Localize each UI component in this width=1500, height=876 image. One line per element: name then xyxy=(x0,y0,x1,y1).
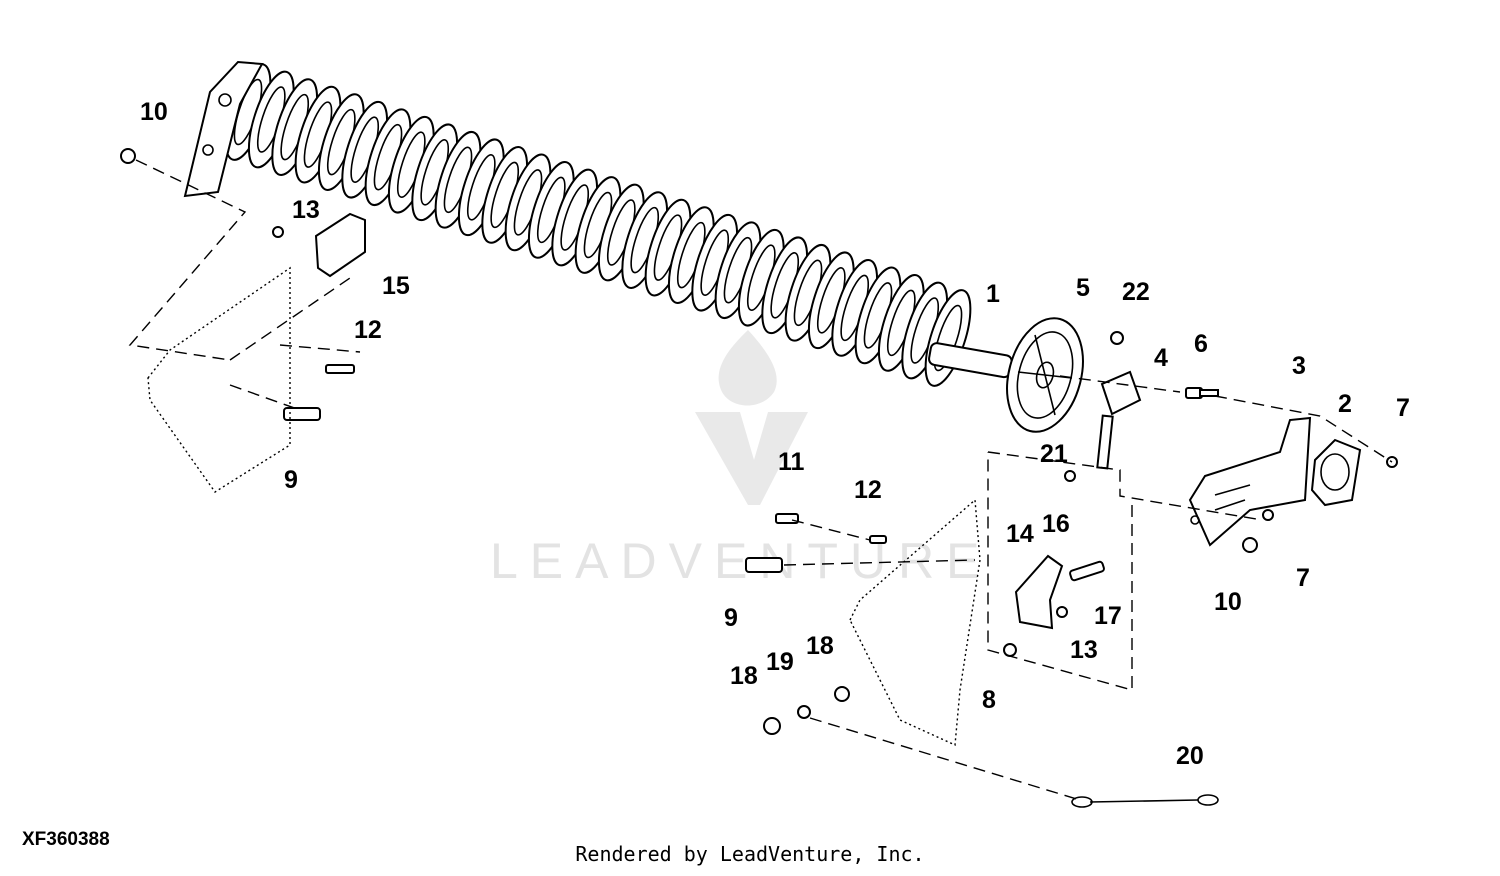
roller-discs xyxy=(224,63,972,387)
callout-label: 21 xyxy=(1040,440,1068,468)
sprocket-part xyxy=(1006,317,1084,433)
callout-label: 10 xyxy=(140,98,168,126)
callout-label: 4 xyxy=(1154,344,1168,372)
mount-bracket-part xyxy=(1014,554,1105,630)
cable-part xyxy=(1071,794,1219,808)
callout-label: 13 xyxy=(1070,636,1098,664)
coupler-part xyxy=(1096,331,1142,470)
callout-label: 3 xyxy=(1292,352,1306,380)
callout-label: 18 xyxy=(806,632,834,660)
roller-disc-inner xyxy=(933,304,963,372)
callout-label: 7 xyxy=(1396,394,1410,422)
render-credit: Rendered by LeadVenture, Inc. xyxy=(575,842,925,866)
leadventure-watermark: LEADVENTURE xyxy=(490,330,992,589)
left-bracket-part xyxy=(314,212,366,278)
callout-label: 9 xyxy=(724,604,738,632)
callout-label: 16 xyxy=(1042,510,1070,538)
callout-label: 17 xyxy=(1094,602,1122,630)
callout-label: 22 xyxy=(1122,278,1150,306)
right-bracket-part xyxy=(1188,416,1312,547)
watermark-text: LEADVENTURE xyxy=(490,533,992,589)
bearing-part xyxy=(1310,438,1398,507)
callout-label: 20 xyxy=(1176,742,1204,770)
left-bolts xyxy=(283,364,355,421)
callout-label: 8 xyxy=(982,686,996,714)
callout-label: 7 xyxy=(1296,564,1310,592)
leader-lines xyxy=(128,159,1393,801)
bolt-part xyxy=(1185,387,1219,399)
callout-labels: 10 13 15 12 9 1 5 22 4 6 3 2 7 21 16 11 … xyxy=(140,98,1410,770)
callout-label: 18 xyxy=(730,662,758,690)
roller-assembly xyxy=(183,60,1013,387)
callout-label: 2 xyxy=(1338,390,1352,418)
left-end-plate xyxy=(183,60,264,198)
callout-label: 15 xyxy=(382,272,410,300)
callout-label: 9 xyxy=(284,466,298,494)
callout-label: 5 xyxy=(1076,274,1090,302)
callout-label: 1 xyxy=(986,280,1000,308)
callout-label: 14 xyxy=(1006,520,1034,548)
drawing-id: XF360388 xyxy=(22,829,110,850)
phantom-frames xyxy=(147,266,981,747)
hardware-nuts xyxy=(120,148,1274,735)
callout-label: 13 xyxy=(292,196,320,224)
callout-label: 10 xyxy=(1214,588,1242,616)
callout-label: 6 xyxy=(1194,330,1208,358)
callout-label: 12 xyxy=(354,316,382,344)
callout-label: 19 xyxy=(766,648,794,676)
callout-label: 12 xyxy=(854,476,882,504)
callout-label: 11 xyxy=(778,448,805,476)
